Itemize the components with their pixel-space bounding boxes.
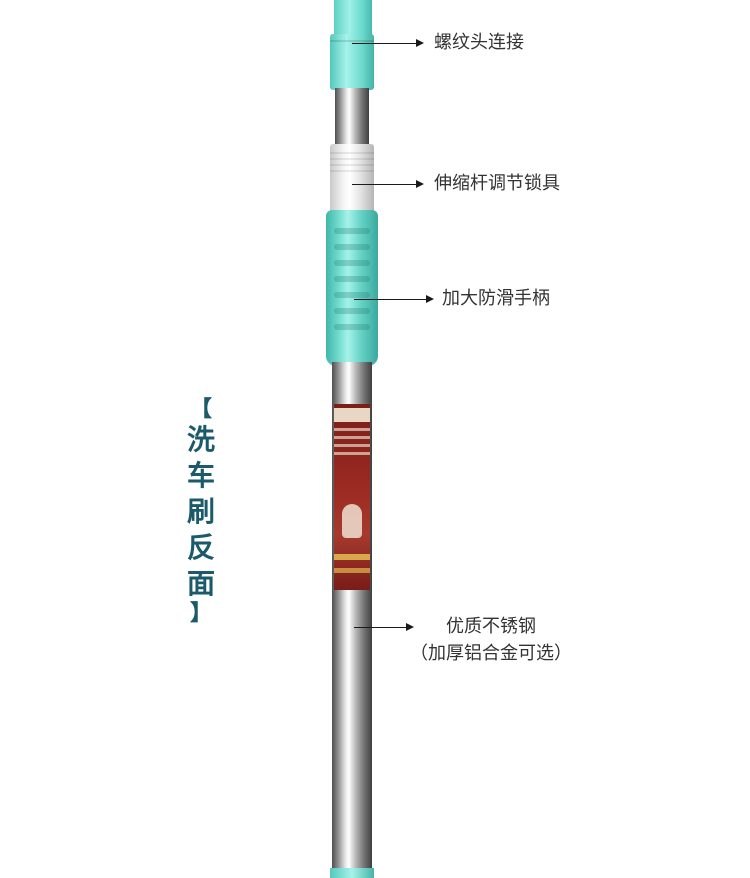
- arrow-right-icon: [406, 623, 414, 631]
- sticker-figure-graphic: [342, 504, 362, 538]
- steel-pole-upper: [335, 88, 369, 148]
- callout-arrow-handle-line: [354, 299, 426, 300]
- product-label-sticker: [334, 404, 370, 590]
- callout-arrow-lock-line: [352, 184, 416, 185]
- telescopic-lock: [330, 144, 374, 214]
- pole-top-mint-section: [334, 0, 372, 40]
- callout-telescopic-lock: 伸缩杆调节锁具: [434, 173, 560, 194]
- callout-material-line2: （加厚铝合金可选）: [410, 643, 572, 664]
- callout-anti-slip-handle: 加大防滑手柄: [442, 288, 550, 309]
- arrow-right-icon: [426, 295, 434, 303]
- anti-slip-handle: [326, 210, 378, 366]
- pole-bottom-mint-section: [330, 868, 374, 878]
- title-char: 刷: [186, 495, 215, 528]
- vertical-title: 【 洗 车 刷 反 面 】: [184, 398, 218, 626]
- arrow-right-icon: [416, 39, 424, 47]
- title-close-bracket: 】: [189, 601, 212, 626]
- title-char: 反: [186, 531, 215, 564]
- callout-material-line1: 优质不锈钢: [446, 616, 536, 637]
- callout-arrow-material-line: [354, 627, 406, 628]
- arrow-right-icon: [416, 180, 424, 188]
- callout-thread-connector: 螺纹头连接: [434, 32, 524, 53]
- title-open-bracket: 【: [189, 397, 212, 422]
- title-char: 面: [186, 567, 215, 600]
- title-char: 车: [186, 459, 215, 492]
- title-char: 洗: [186, 423, 215, 456]
- callout-arrow-thread-line: [352, 43, 416, 44]
